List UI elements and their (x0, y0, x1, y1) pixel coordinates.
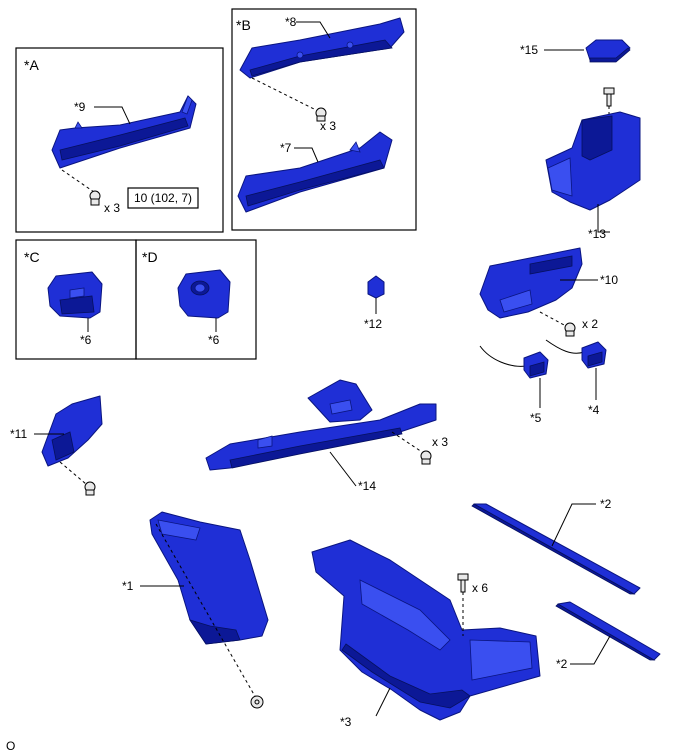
callout-4: *4 (588, 403, 600, 417)
dash-10-bolt (539, 311, 567, 327)
callout-7: *7 (280, 141, 292, 155)
qty-14-bolts: x 3 (432, 435, 448, 449)
callout-6c: *6 (80, 333, 92, 347)
part-2-strip-lower (555, 601, 661, 661)
callout-10: *10 (600, 273, 618, 287)
bolt-b (315, 107, 327, 122)
part-3-scuff-plate (311, 539, 541, 721)
part-10-bracket (479, 247, 583, 319)
callout-2b: *2 (556, 657, 568, 671)
bolt-11 (84, 481, 96, 496)
clip-1 (250, 695, 264, 709)
part-4-switch (581, 341, 607, 369)
torque-spec: 10 (102, 7) (134, 191, 192, 205)
qty-b-bolts: x 3 (320, 119, 336, 133)
qty-a-bolts: x 3 (104, 201, 120, 215)
group-b-label: *B (236, 17, 251, 33)
callout-3: *3 (340, 715, 352, 729)
callout-11: *11 (10, 427, 27, 441)
part-11-panel (41, 395, 103, 467)
part-12-clip (367, 275, 385, 299)
callout-8: *8 (285, 15, 297, 29)
bolt-a (89, 190, 101, 206)
part-9-lower-panel (51, 95, 197, 169)
part-7-lower-panel (237, 131, 393, 213)
bolt-10 (564, 322, 576, 337)
leader-13 (597, 204, 610, 233)
callout-2a: *2 (600, 497, 612, 511)
callout-13: *13 (588, 227, 606, 241)
callout-14: *14 (358, 479, 376, 493)
qty-10-bolts: x 2 (582, 317, 598, 331)
callout-5: *5 (530, 411, 542, 425)
leader-9 (94, 106, 131, 125)
part-1-pillar-trim (149, 511, 269, 645)
part-8-upper-panel (239, 17, 405, 79)
part-6-panel-c (47, 271, 103, 319)
dash-b-bolt (251, 77, 317, 111)
callout-12: *12 (364, 317, 382, 331)
part-15-cover (585, 39, 631, 63)
group-d-label: *D (142, 249, 158, 265)
group-d-box (135, 239, 257, 360)
leader-8 (296, 21, 331, 39)
bolt-13 (603, 87, 615, 107)
dash-a-bolt (61, 169, 95, 193)
wire-5 (479, 345, 527, 367)
callout-15: *15 (520, 43, 538, 57)
figure-code: O (6, 739, 15, 753)
torque-spec-box (127, 187, 199, 209)
leader-3 (375, 687, 391, 717)
leader-2b (570, 635, 611, 665)
bolt-3 (457, 573, 469, 593)
group-a-box (15, 47, 224, 233)
part-14-rail (205, 379, 437, 471)
group-c-label: *C (24, 249, 40, 265)
dash-14-bolt (391, 431, 423, 453)
part-13-panel (545, 111, 641, 211)
dash-11-bolt (59, 461, 87, 485)
bolt-14 (420, 450, 432, 465)
leader-2a (551, 503, 596, 547)
part-6-panel-d (177, 269, 231, 319)
leader-7 (294, 147, 319, 163)
callout-9: *9 (74, 100, 86, 114)
leader-14 (329, 451, 357, 487)
part-2-strip-upper (471, 503, 641, 595)
group-a-label: *A (24, 57, 39, 73)
callout-6d: *6 (208, 333, 220, 347)
wire-4 (545, 339, 585, 354)
callout-1: *1 (122, 579, 134, 593)
group-b-box (231, 8, 417, 231)
qty-3-bolts: x 6 (472, 581, 488, 595)
part-5-switch (523, 351, 549, 379)
